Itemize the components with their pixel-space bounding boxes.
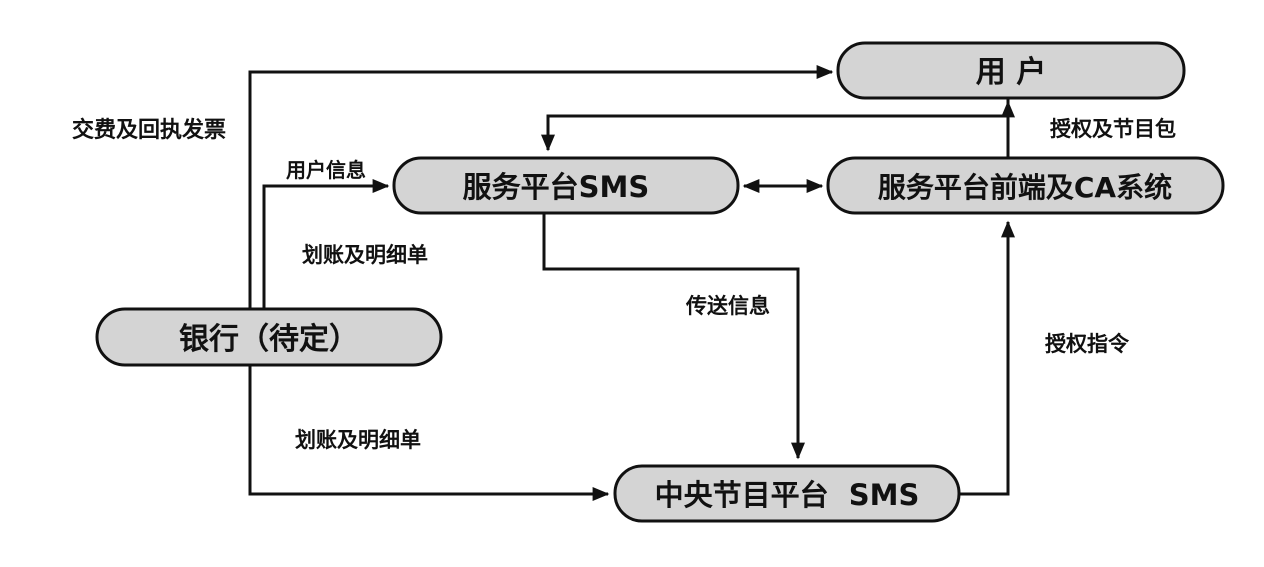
node-central-platform-label: 中央节目平台 SMS: [655, 478, 920, 512]
edge-labels: 交费及回执发票 用户信息 划账及明细单 传送信息 授权及节目包 授权指令 划账及…: [72, 117, 1176, 452]
node-user-label: 用 户: [976, 55, 1046, 90]
label-transfer-detail-2: 划账及明细单: [295, 428, 421, 452]
label-payment-receipt: 交费及回执发票: [72, 117, 226, 143]
edge-bank-to-central: [248, 366, 610, 501]
node-user: 用 户: [836, 41, 1186, 100]
label-auth-command: 授权指令: [1045, 332, 1130, 356]
edge-user-to-sms: [541, 98, 1010, 152]
node-central-platform: 中央节目平台 SMS: [613, 464, 961, 523]
label-transfer-detail-1: 划账及明细单: [302, 243, 428, 267]
edge-bank-to-user: [248, 65, 834, 308]
label-auth-package: 授权及节目包: [1050, 117, 1176, 141]
connectors: [248, 65, 1015, 501]
node-sms-platform: 服务平台SMS: [392, 156, 740, 215]
edge-central-to-ca: [960, 220, 1015, 496]
label-user-info: 用户信息: [286, 158, 366, 182]
node-bank: 银行（待定）: [95, 307, 443, 367]
node-sms-platform-label: 服务平台SMS: [463, 170, 650, 204]
node-ca-frontend: 服务平台前端及CA系统: [826, 156, 1225, 215]
edge-sms-to-central: [542, 212, 805, 460]
node-bank-label: 银行（待定）: [179, 322, 359, 357]
label-send-info: 传送信息: [685, 294, 770, 318]
edge-bank-to-sms: [262, 179, 390, 308]
node-ca-frontend-label: 服务平台前端及CA系统: [878, 171, 1172, 204]
